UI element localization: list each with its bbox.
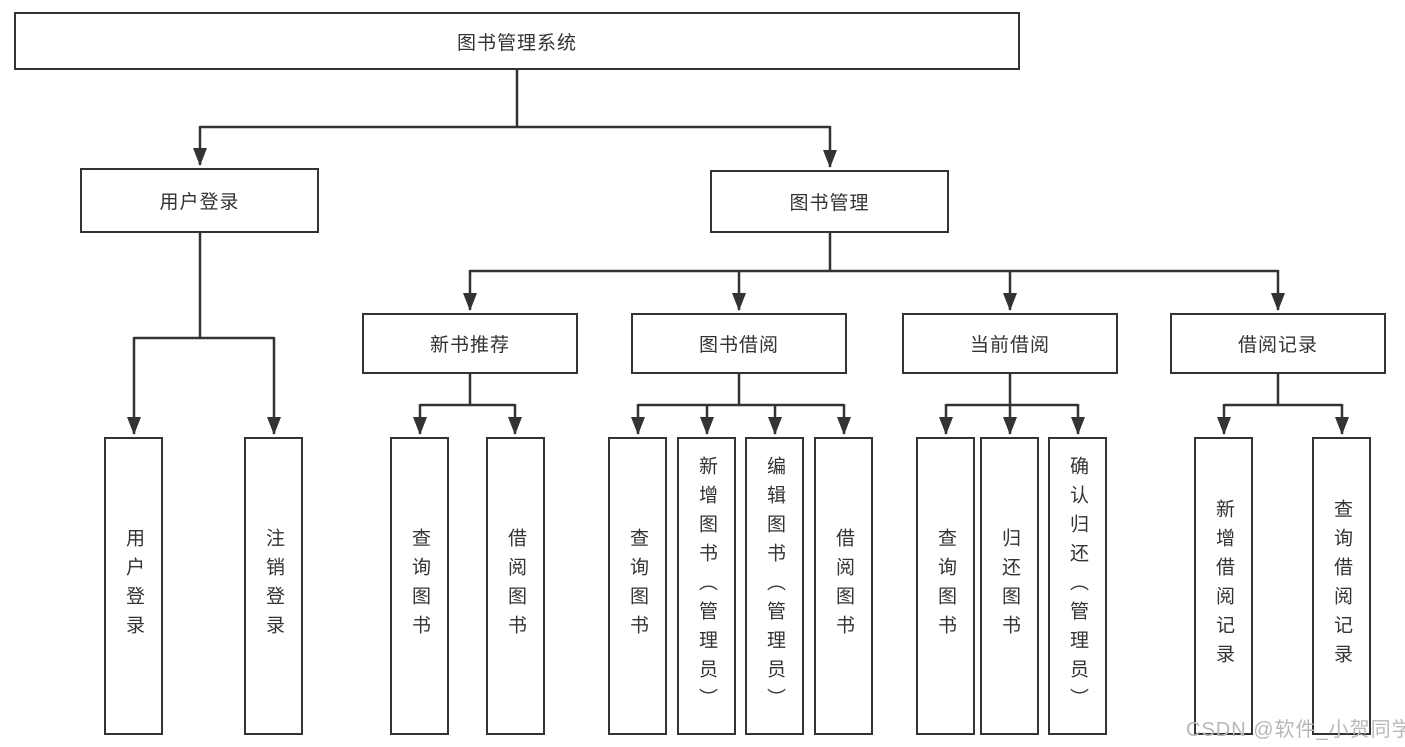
node-new-book-recommend: 新书推荐 xyxy=(362,313,578,374)
node-label: 查询借阅记录 xyxy=(1331,499,1352,673)
leaf-rcd-add-record: 新增借阅记录 xyxy=(1194,437,1253,735)
leaf-bor-add-book-admin: 新增图书（管理员） xyxy=(677,437,736,735)
leaf-user-login: 用户登录 xyxy=(104,437,163,735)
node-label: 新增图书（管理员） xyxy=(696,455,717,717)
leaf-bor-edit-book-admin: 编辑图书（管理员） xyxy=(745,437,804,735)
node-label: 借阅图书 xyxy=(505,528,526,644)
node-label: 注销登录 xyxy=(263,528,284,644)
node-label: 用户登录 xyxy=(123,528,144,644)
node-label: 用户登录 xyxy=(159,192,240,213)
node-root: 图书管理系统 xyxy=(14,12,1020,70)
leaf-cur-confirm-return-admin: 确认归还（管理员） xyxy=(1048,437,1107,735)
csdn-watermark: CSDN @软件_小贺同学 xyxy=(1186,719,1405,741)
node-label: 借阅记录 xyxy=(1237,335,1318,356)
node-label: 编辑图书（管理员） xyxy=(764,455,785,717)
node-label: 图书借阅 xyxy=(698,335,779,356)
node-user-login: 用户登录 xyxy=(80,168,319,233)
leaf-rcd-query-record: 查询借阅记录 xyxy=(1312,437,1371,735)
node-label: 新书推荐 xyxy=(429,335,510,356)
connector-borrow-trunk xyxy=(638,373,844,407)
node-label: 归还图书 xyxy=(999,528,1020,644)
node-label: 确认归还（管理员） xyxy=(1067,455,1088,717)
node-label: 当前借阅 xyxy=(969,335,1050,356)
node-label: 借阅图书 xyxy=(833,528,854,644)
node-label: 查询图书 xyxy=(409,528,430,644)
node-label: 新增借阅记录 xyxy=(1213,499,1234,673)
connector-current-trunk xyxy=(946,373,1078,407)
connector-rec-trunk xyxy=(420,373,515,407)
connector-root-trunk xyxy=(200,69,830,129)
node-book-borrow: 图书借阅 xyxy=(631,313,847,374)
node-book-management: 图书管理 xyxy=(710,170,949,233)
leaf-cur-query-book: 查询图书 xyxy=(916,437,975,735)
node-borrow-records: 借阅记录 xyxy=(1170,313,1386,374)
node-label: 查询图书 xyxy=(935,528,956,644)
connector-records-trunk xyxy=(1224,373,1342,407)
node-label: 查询图书 xyxy=(627,528,648,644)
connector-login-trunk xyxy=(134,233,274,340)
node-current-borrow: 当前借阅 xyxy=(902,313,1118,374)
leaf-bor-query-book: 查询图书 xyxy=(608,437,667,735)
leaf-bor-borrow-book: 借阅图书 xyxy=(814,437,873,735)
node-label: 图书管理 xyxy=(789,193,870,214)
leaf-logout: 注销登录 xyxy=(244,437,303,735)
leaf-rec-query-book: 查询图书 xyxy=(390,437,449,735)
leaf-rec-borrow-book: 借阅图书 xyxy=(486,437,545,735)
node-label: 图书管理系统 xyxy=(456,32,577,54)
leaf-cur-return-book: 归还图书 xyxy=(980,437,1039,735)
connector-mgmt-trunk xyxy=(470,233,1278,273)
